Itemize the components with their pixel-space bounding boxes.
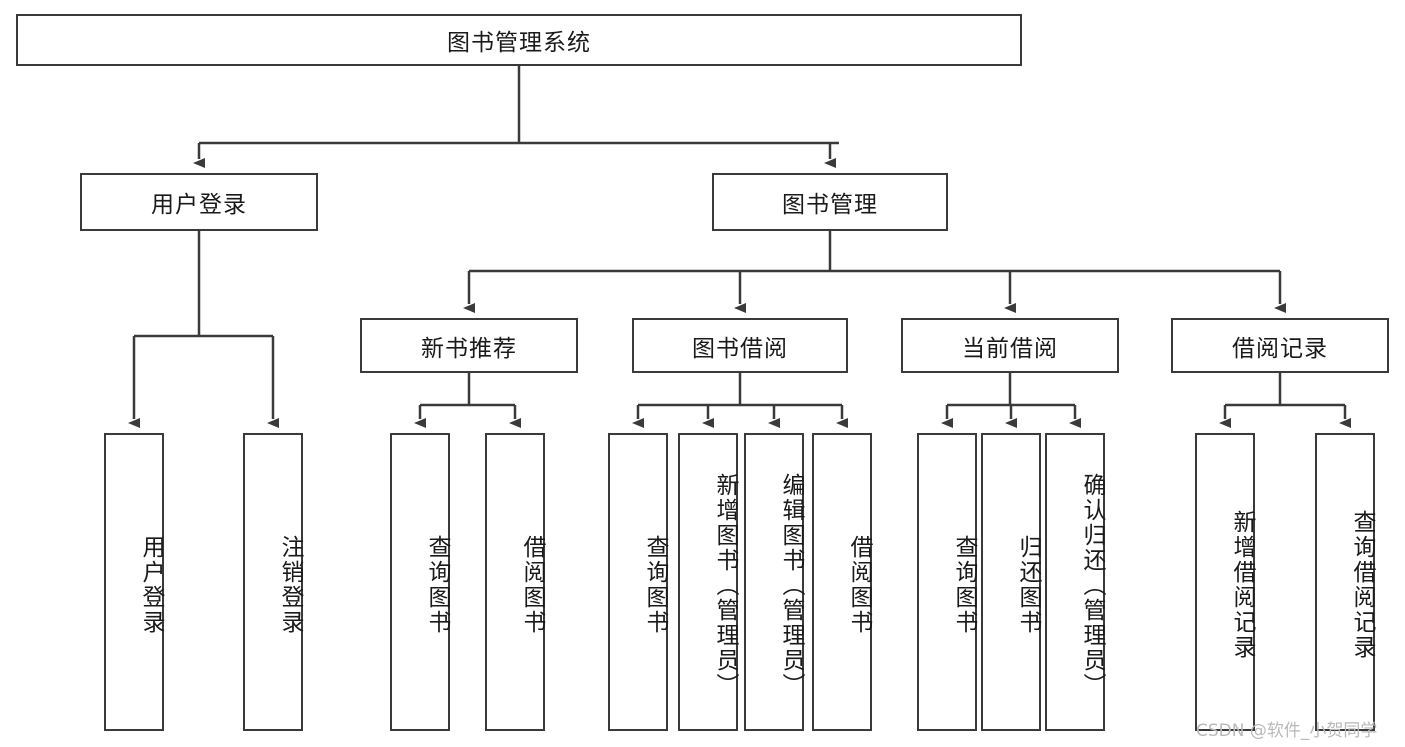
leaf-label: 新增图书（管理员）: [712, 472, 738, 698]
leaf-label: 注销登录: [277, 535, 303, 635]
node-leaf-add-book[interactable]: 新增图书（管理员）: [678, 433, 738, 731]
leaf-label: 用户登录: [138, 535, 164, 635]
node-user-login[interactable]: 用户登录: [80, 173, 318, 231]
node-leaf-query-book-current[interactable]: 查询图书: [917, 433, 977, 731]
leaf-label: 确认归还（管理员）: [1079, 472, 1105, 698]
leaf-label: 新增借阅记录: [1229, 510, 1255, 660]
csdn-watermark: CSDN @软件_小贺同学: [1196, 721, 1378, 741]
node-leaf-return-book[interactable]: 归还图书: [981, 433, 1041, 731]
node-leaf-query-book-recommend[interactable]: 查询图书: [390, 433, 450, 731]
leaf-label: 查询借阅记录: [1349, 510, 1375, 660]
node-leaf-confirm-return[interactable]: 确认归还（管理员）: [1045, 433, 1105, 731]
leaf-label: 查询图书: [642, 535, 668, 635]
node-book-manage[interactable]: 图书管理: [712, 173, 948, 231]
node-root[interactable]: 图书管理系统: [16, 14, 1022, 66]
leaf-label: 查询图书: [424, 535, 450, 635]
node-new-book-recommend[interactable]: 新书推荐: [360, 318, 578, 373]
leaf-label: 归还图书: [1015, 535, 1041, 635]
node-leaf-borrow-book[interactable]: 借阅图书: [812, 433, 872, 731]
node-leaf-edit-book[interactable]: 编辑图书（管理员）: [744, 433, 804, 731]
node-leaf-query-book-borrow[interactable]: 查询图书: [608, 433, 668, 731]
node-leaf-query-borrow-record[interactable]: 查询借阅记录: [1315, 433, 1375, 731]
leaf-label: 借阅图书: [519, 535, 545, 635]
node-leaf-user-login[interactable]: 用户登录: [104, 433, 164, 731]
node-leaf-logout[interactable]: 注销登录: [243, 433, 303, 731]
node-leaf-add-borrow-record[interactable]: 新增借阅记录: [1195, 433, 1255, 731]
node-borrow-record[interactable]: 借阅记录: [1171, 318, 1389, 373]
leaf-label: 编辑图书（管理员）: [778, 472, 804, 698]
node-book-borrow[interactable]: 图书借阅: [632, 318, 848, 373]
node-current-borrow[interactable]: 当前借阅: [901, 318, 1119, 373]
leaf-label: 借阅图书: [846, 535, 872, 635]
leaf-label: 查询图书: [951, 535, 977, 635]
node-leaf-borrow-book-recommend[interactable]: 借阅图书: [485, 433, 545, 731]
